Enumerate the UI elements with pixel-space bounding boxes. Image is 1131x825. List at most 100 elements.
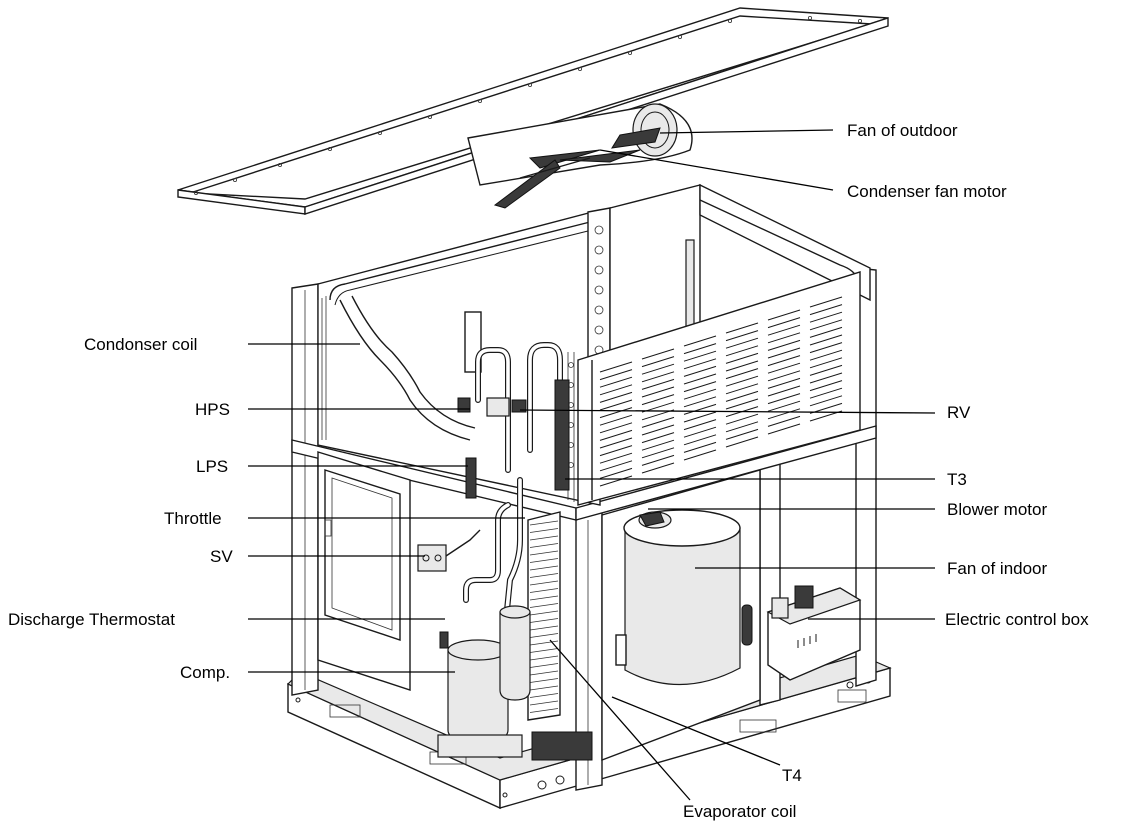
louver-slot <box>599 422 633 434</box>
label-comp: Comp. <box>180 663 230 682</box>
louver-slot <box>725 322 759 334</box>
louver-slot <box>641 394 675 406</box>
louver-slot <box>767 355 801 367</box>
evaporator-fin <box>529 648 559 653</box>
louver-slot <box>683 373 717 385</box>
label-sv: SV <box>210 547 233 566</box>
louver-slot <box>641 386 675 398</box>
louver-slot <box>767 400 801 412</box>
label-t4: T4 <box>782 766 802 785</box>
label-t3: T3 <box>947 470 967 489</box>
louver-slot <box>809 296 843 308</box>
louver-slot <box>725 330 759 342</box>
louver-slot <box>683 388 717 400</box>
label-lps: LPS <box>196 457 228 476</box>
evaporator-fin <box>529 528 559 533</box>
louver-slot <box>767 347 801 359</box>
louver-slot <box>599 384 633 396</box>
louver-slot <box>641 348 675 360</box>
louver-slot <box>599 391 633 403</box>
louver-slot <box>767 339 801 351</box>
fan-of-outdoor-shroud <box>467 103 693 186</box>
evaporator-fin <box>529 655 559 661</box>
evaporator-fin <box>529 663 559 668</box>
evaporator-fin <box>529 595 559 601</box>
electric-control-box <box>766 585 862 681</box>
louver-slot <box>683 426 717 438</box>
louver-slot <box>683 350 717 362</box>
louver-slot <box>641 363 675 375</box>
evaporator-fin <box>529 580 559 586</box>
louver-slot <box>683 343 717 355</box>
evaporator-fin <box>529 550 559 556</box>
louver-slot <box>809 319 843 331</box>
leader-lines <box>248 129 936 801</box>
louver-slot <box>683 335 717 347</box>
louver-slot <box>767 362 801 374</box>
louver-slot <box>725 345 759 357</box>
louver-slot <box>725 421 759 433</box>
louver-slot <box>809 395 843 407</box>
label-electric-control-box: Electric control box <box>945 610 1089 629</box>
louver-slot <box>683 381 717 393</box>
louver-slot <box>725 375 759 387</box>
louver-slot <box>767 309 801 321</box>
louver-slot <box>767 385 801 397</box>
louver-slot <box>725 383 759 395</box>
callout-labels: Fan of outdoor Condenser fan motor Condo… <box>8 121 1089 821</box>
louver-slot <box>641 447 675 459</box>
label-throttle: Throttle <box>164 509 222 528</box>
indoor-blower <box>601 469 761 762</box>
label-hps: HPS <box>195 400 230 419</box>
evaporator-fin <box>529 535 559 541</box>
evaporator-fin <box>529 685 559 691</box>
evaporator-fin <box>529 678 559 683</box>
evaporator-fin <box>529 640 559 646</box>
louver-slot <box>767 324 801 336</box>
louver-slot <box>599 445 633 457</box>
evaporator-fin <box>529 708 559 713</box>
louver-slot <box>683 358 717 370</box>
evaporator-fin <box>529 700 559 706</box>
louver-slot <box>809 380 843 392</box>
louver-slot <box>641 439 675 451</box>
louver-slot <box>809 357 843 369</box>
louver-slot <box>725 337 759 349</box>
louver-slot <box>599 407 633 419</box>
louver-slot <box>683 365 717 377</box>
louver-slot <box>725 360 759 372</box>
louver-slot <box>683 403 717 415</box>
louver-slot <box>725 352 759 364</box>
louver-slot <box>767 415 801 427</box>
evaporator-fin <box>529 558 559 563</box>
evaporator-fin <box>529 625 559 631</box>
evaporator-fin <box>529 543 559 548</box>
label-condonser-coil: Condonser coil <box>84 335 197 354</box>
refrigerant-piping <box>417 311 570 623</box>
louver-slot <box>809 311 843 323</box>
louver-slot <box>767 377 801 389</box>
louver-slot <box>599 437 633 449</box>
louver-slot <box>599 460 633 472</box>
louver-slot <box>599 414 633 426</box>
label-blower-motor: Blower motor <box>947 500 1047 519</box>
louver-slot <box>767 393 801 405</box>
condenser-fan-blades <box>493 149 641 209</box>
evaporator-fin <box>529 633 559 638</box>
louver-slot <box>809 304 843 316</box>
evaporator-fin <box>529 603 559 608</box>
evaporator-fin <box>529 670 559 676</box>
louver-slot <box>683 396 717 408</box>
evaporator-fin <box>529 610 559 616</box>
evaporator-fin <box>529 693 559 698</box>
label-rv: RV <box>947 403 971 422</box>
label-fan-of-indoor: Fan of indoor <box>947 559 1048 578</box>
louver-slot <box>599 399 633 411</box>
louver-slot <box>641 356 675 368</box>
louver-slot <box>641 371 675 383</box>
louver-slot <box>641 424 675 436</box>
louver-slot <box>767 332 801 344</box>
louver-slot <box>599 467 633 479</box>
